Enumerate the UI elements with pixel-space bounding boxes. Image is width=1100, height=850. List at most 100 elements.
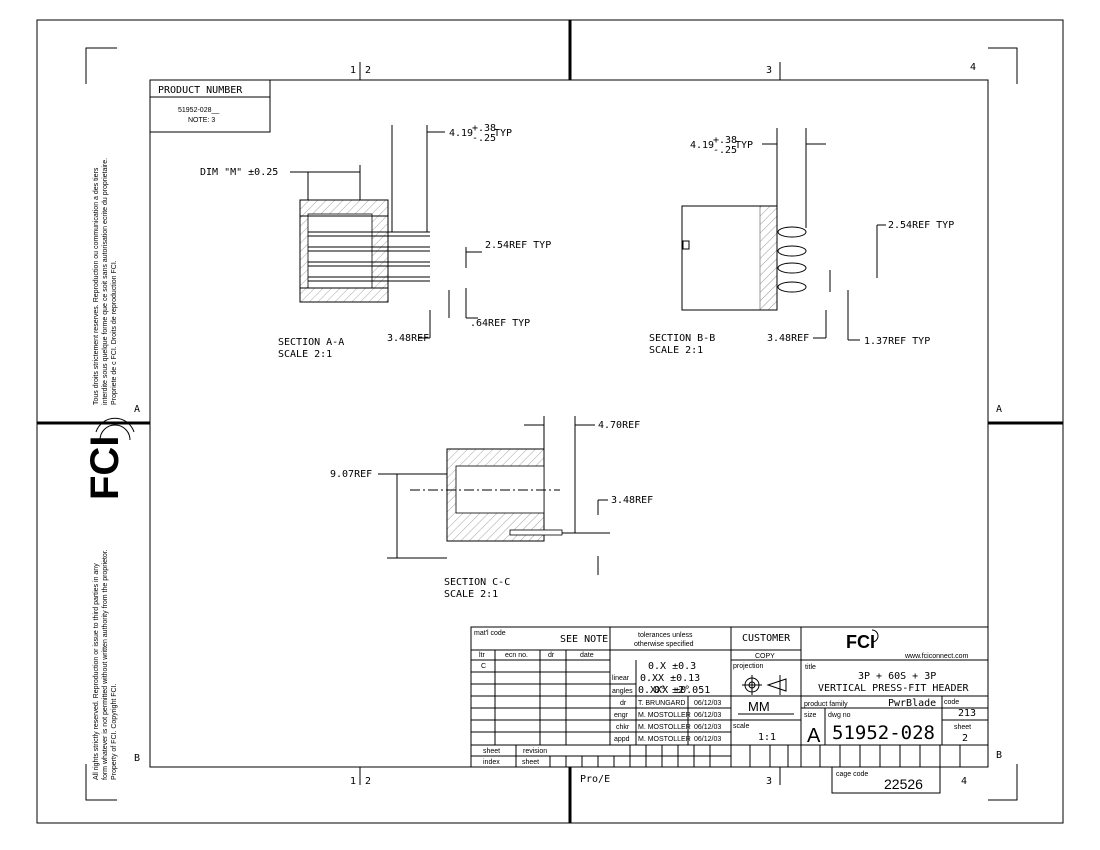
rev-hdr-ltr: ltr <box>479 652 486 659</box>
sheet-label: sheet <box>954 724 971 731</box>
matl-label: mat'l code <box>474 630 506 637</box>
family-value: PwrBlade <box>888 698 936 709</box>
rev-hdr-ecn: ecn no. <box>505 652 528 659</box>
revision-sheet: sheet <box>522 759 539 766</box>
product-number-header: PRODUCT NUMBER <box>158 85 243 96</box>
scale-value: 1:1 <box>758 732 776 743</box>
sheet-index-1: sheet <box>483 748 500 755</box>
projection-symbol-icon <box>742 675 787 695</box>
zone-top-2: 2 <box>365 65 371 76</box>
section-cc-view: 4.70REF 9.07REF 3.48REF SECTION C-C SCAL… <box>330 416 653 600</box>
cage-value: 22526 <box>884 776 923 792</box>
signoff-appd-date: 06/12/03 <box>694 736 721 743</box>
cad-label: Pro/E <box>580 774 610 785</box>
aa-pin: .64REF TYP <box>470 318 530 329</box>
svg-text:All rights strictly reserved.: All rights strictly reserved. Reproducti… <box>93 563 100 780</box>
bb-typ-suffix: TYP <box>735 140 753 151</box>
signoff-chkr-date: 06/12/03 <box>694 724 721 731</box>
zone-bottom-4: 4 <box>961 776 967 787</box>
rev-hdr-dr: dr <box>548 652 555 659</box>
signoff-dr-role: dr <box>620 700 627 707</box>
product-number-value: 51952-028__ <box>178 107 219 114</box>
svg-text:Propriete de c FCI. Droits de: Propriete de c FCI. Droits de reproducti… <box>111 260 118 405</box>
bb-typ-base: 4.19 <box>690 140 714 151</box>
cage-label: cage code <box>836 771 868 778</box>
tol-title-2: otherwise specified <box>634 641 694 648</box>
size-value: A <box>807 725 821 747</box>
inner-border <box>149 79 989 768</box>
signoff-appd-name: M. MOSTOLLER <box>638 736 691 743</box>
svg-text:interdite sous quelque forme q: interdite sous quelque forme que ce soit… <box>102 158 109 405</box>
fci-logo: FCI <box>83 417 135 500</box>
rev-first-ltr: C <box>481 663 486 670</box>
aa-typ-suffix: TYP <box>494 128 512 139</box>
projection-label: projection <box>733 663 763 670</box>
customer-label: CUSTOMER <box>742 633 791 644</box>
zone-top-4: 4 <box>970 62 976 73</box>
revision-label: revision <box>523 748 547 755</box>
dwg-value: 51952-028 <box>832 722 935 744</box>
signoff-dr-name: T. BRUNGARD <box>638 700 685 707</box>
zone-bottom-2: 2 <box>365 776 371 787</box>
aa-scale: SCALE 2:1 <box>278 349 332 360</box>
title-block: mat'l code SEE NOTE tolerances unless ot… <box>470 626 989 794</box>
bb-typ-sub: -.25 <box>713 145 737 156</box>
code-value: 213 <box>958 708 976 719</box>
angles-value: 0° ±2° <box>654 685 690 696</box>
code-label: code <box>944 699 959 706</box>
signoff-engr-date: 06/12/03 <box>694 712 721 719</box>
rev-hdr-date: date <box>580 652 594 659</box>
zone-left-b: B <box>134 753 140 764</box>
aa-dim-m: DIM "M" ±0.25 <box>200 167 278 178</box>
bb-ref: 3.48REF <box>767 333 809 344</box>
signoff-appd-role: appd <box>614 736 630 743</box>
aa-ref: 3.48REF <box>387 333 429 344</box>
cc-width: 4.70REF <box>598 420 640 431</box>
family-label: product family <box>804 701 848 708</box>
website: www.fciconnect.com <box>904 653 969 660</box>
title-label: title <box>805 664 816 671</box>
zone-top-3: 3 <box>766 65 772 76</box>
section-aa-view: DIM "M" ±0.25 4.19 +.38 -.25 TYP 2.54REF… <box>200 123 551 360</box>
legal-french: Tous droits strictement reserves. Reprod… <box>93 158 118 405</box>
svg-text:Property of FCI. Copyright FCI: Property of FCI. Copyright FCI. <box>111 683 118 780</box>
zone-right-b: B <box>996 750 1002 761</box>
size-label: size <box>804 712 817 719</box>
dwg-label: dwg no <box>828 712 851 719</box>
product-number-box: PRODUCT NUMBER 51952-028__ NOTE: 3 <box>149 79 271 133</box>
bb-title: SECTION B-B <box>649 333 715 344</box>
svg-text:Tous droits strictement reserv: Tous droits strictement reserves. Reprod… <box>93 167 100 405</box>
aa-typ-sup: +.38 <box>472 123 496 134</box>
units-value: MM <box>748 699 770 714</box>
signoff-dr-date: 06/12/03 <box>694 700 721 707</box>
bb-typ-sup: +.38 <box>713 135 737 146</box>
signoff-chkr-name: M. MOSTOLLER <box>638 724 691 731</box>
sheet-index-2: index <box>483 759 500 766</box>
linear-value-1: 0.X ±0.3 <box>648 661 696 672</box>
product-number-note: NOTE: 3 <box>188 117 215 124</box>
zone-right-a: A <box>996 404 1002 415</box>
title-line-2: VERTICAL PRESS-FIT HEADER <box>818 683 969 694</box>
aa-typ-sub: -.25 <box>472 133 496 144</box>
linear-value-2: 0.XX ±0.13 <box>640 673 700 684</box>
svg-text:FCI: FCI <box>846 632 875 652</box>
svg-text:form whatever is not permitted: form whatever is not permitted without w… <box>102 549 109 780</box>
zone-bottom-3: 3 <box>766 776 772 787</box>
fci-small-logo: FCI <box>846 629 879 652</box>
cc-scale: SCALE 2:1 <box>444 589 498 600</box>
copy-label: COPY <box>755 653 775 660</box>
zone-ticks <box>359 62 781 785</box>
legal-english: All rights strictly reserved. Reproducti… <box>93 549 118 780</box>
svg-text:FCI: FCI <box>83 436 127 500</box>
centering-marks <box>37 20 1063 823</box>
linear-value-3: 0.XXX ±0.051 <box>638 685 710 696</box>
section-bb-view: 4.19 +.38 -.25 TYP 2.54REF TYP 3.48REF 1… <box>649 128 954 356</box>
signoff-chkr-role: chkr <box>616 724 630 731</box>
linear-label: linear <box>612 675 630 682</box>
tol-title-1: tolerances unless <box>638 632 693 639</box>
corner-brackets <box>85 47 1018 801</box>
aa-pitch: 2.54REF TYP <box>485 240 551 251</box>
scale-label: scale <box>733 723 749 730</box>
cc-ref: 3.48REF <box>611 495 653 506</box>
